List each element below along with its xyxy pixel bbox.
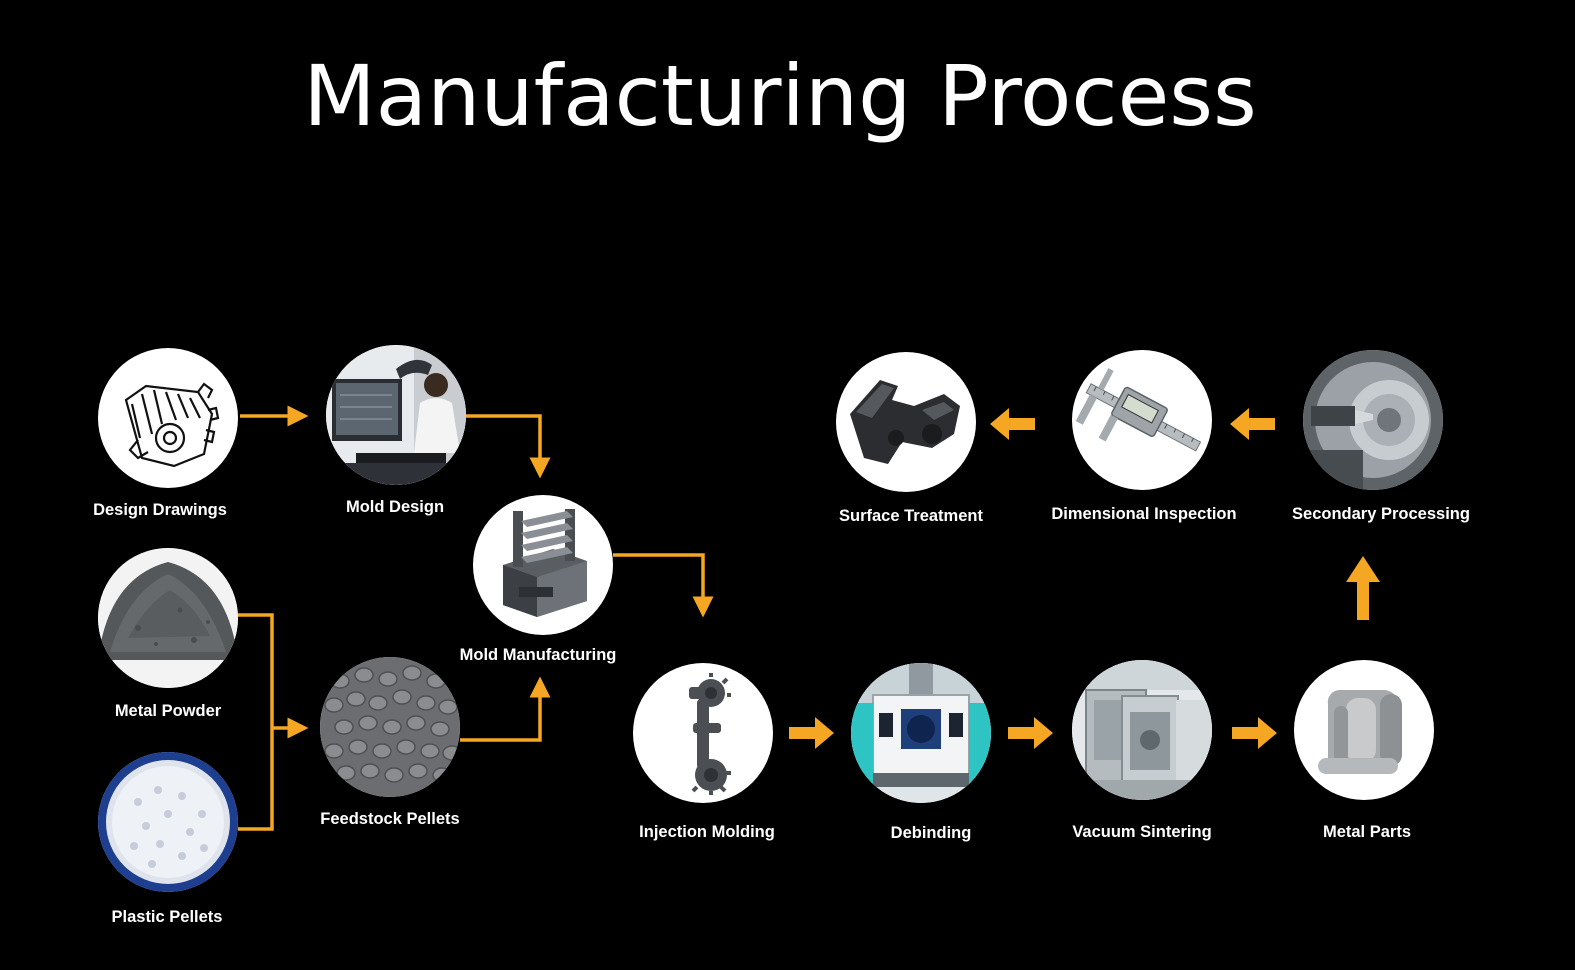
arrow-inspection-to-surface — [990, 408, 1035, 440]
label-mold-design: Mold Design — [345, 498, 445, 516]
label-dimensional-inspection: Dimensional Inspection — [1051, 505, 1237, 523]
mold-block-icon — [503, 509, 587, 617]
step-debinding — [851, 663, 991, 803]
label-metal-parts: Metal Parts — [1322, 823, 1412, 841]
label-secondary-processing: Secondary Processing — [1292, 505, 1470, 523]
plastic-granules-icon — [98, 752, 238, 892]
cnc-machining-icon — [1303, 350, 1443, 490]
arrow-sintering-to-metal-parts — [1232, 717, 1277, 749]
step-injection-molding — [633, 663, 773, 803]
label-plastic-pellets: Plastic Pellets — [111, 908, 223, 926]
label-surface-treatment: Surface Treatment — [839, 507, 983, 525]
label-injection-molding: Injection Molding — [639, 823, 775, 841]
metal-part-icon — [1318, 689, 1402, 774]
arrow-feedstock-to-manufacturing — [460, 676, 551, 742]
step-surface-treatment — [836, 352, 976, 492]
label-mold-manufacturing: Mold Manufacturing — [459, 646, 617, 664]
step-secondary-processing — [1303, 350, 1443, 490]
step-metal-parts — [1294, 660, 1434, 800]
step-mold-manufacturing — [473, 495, 613, 635]
label-feedstock-pellets: Feedstock Pellets — [320, 810, 460, 828]
step-plastic-pellets — [98, 752, 238, 892]
powder-pile-icon — [98, 548, 238, 688]
step-design-drawings — [98, 348, 238, 488]
caliper-icon — [1075, 368, 1202, 452]
feedstock-granules-icon — [320, 657, 460, 797]
page-title: Manufacturing Process — [303, 47, 1257, 145]
molded-part-icon — [689, 673, 731, 795]
arrow-powder-bracket — [238, 613, 274, 831]
gear-drawing-icon — [124, 382, 220, 468]
arrow-manufacturing-to-injection — [613, 553, 714, 618]
step-mold-design — [326, 345, 466, 485]
step-metal-powder — [98, 548, 238, 688]
computer-workstation-icon — [326, 345, 466, 485]
arrow-mold-design-to-manufacturing — [466, 414, 551, 479]
label-debinding: Debinding — [890, 824, 972, 842]
finished-part-icon — [850, 380, 960, 464]
arrow-debinding-to-sintering — [1008, 717, 1053, 749]
arrow-injection-to-debinding — [789, 717, 834, 749]
arrow-metal-parts-to-secondary — [1346, 556, 1380, 620]
label-design-drawings: Design Drawings — [93, 501, 227, 519]
step-vacuum-sintering — [1072, 660, 1212, 800]
step-feedstock-pellets — [320, 657, 460, 797]
arrow-secondary-to-inspection — [1230, 408, 1275, 440]
debinding-machine-icon — [851, 663, 991, 803]
step-dimensional-inspection — [1072, 350, 1212, 490]
sintering-furnace-icon — [1072, 660, 1212, 800]
label-metal-powder: Metal Powder — [114, 702, 222, 720]
label-vacuum-sintering: Vacuum Sintering — [1072, 823, 1212, 841]
